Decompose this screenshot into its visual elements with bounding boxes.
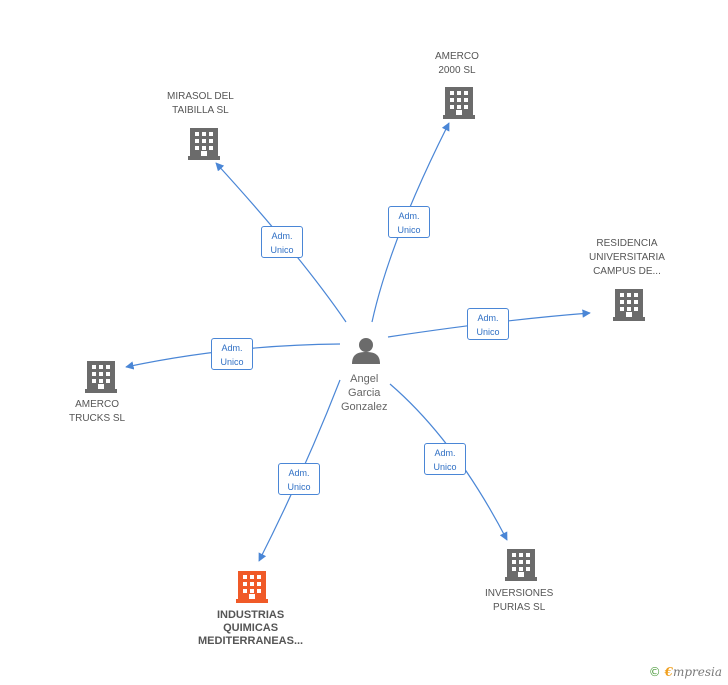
building-icon[interactable] xyxy=(85,361,117,393)
company-label-amerco-2000-line: AMERCO xyxy=(435,51,479,62)
role-badge-text: Unico xyxy=(433,462,457,472)
copyright-footer: © €mpresia xyxy=(649,665,722,679)
role-badge-residencia[interactable]: Adm. Unico xyxy=(467,308,509,340)
company-label-amerco-trucks[interactable]: AMERCO TRUCKS SL xyxy=(69,398,125,426)
brand-initial: € xyxy=(664,665,673,679)
person-name-label-line: Gonzalez xyxy=(341,401,388,413)
role-badge-text: Adm. xyxy=(221,343,243,353)
role-badge-text: Adm. xyxy=(477,313,499,323)
role-badge-text: Adm. xyxy=(271,231,293,241)
role-badge-text: Unico xyxy=(287,482,311,492)
brand-name: mpresia xyxy=(672,665,722,679)
role-badge-text: Unico xyxy=(397,225,421,235)
company-label-mirasol-line: TAIBILLA SL xyxy=(172,105,229,116)
company-label-industrias-line: MEDITERRANEAS... xyxy=(198,635,304,647)
company-label-amerco-trucks-line: AMERCO xyxy=(75,399,120,410)
role-badge-text: Adm. xyxy=(398,211,420,221)
company-label-amerco-2000-line: 2000 SL xyxy=(438,65,476,76)
company-label-inversiones-line: INVERSIONES xyxy=(485,588,554,599)
company-label-inversiones[interactable]: INVERSIONES PURIAS SL xyxy=(485,587,553,615)
role-badge-text: Adm. xyxy=(288,468,310,478)
company-label-amerco-2000[interactable]: AMERCO 2000 SL xyxy=(435,50,479,78)
company-label-mirasol[interactable]: MIRASOL DEL TAIBILLA SL xyxy=(167,90,234,118)
role-badge-mirasol[interactable]: Adm. Unico xyxy=(261,226,303,258)
company-label-residencia-line: CAMPUS DE... xyxy=(593,266,661,277)
role-badge-text: Unico xyxy=(476,327,500,337)
role-badge-text: Unico xyxy=(270,245,294,255)
role-badge-text: Adm. xyxy=(434,448,456,458)
company-label-mirasol-line: MIRASOL DEL xyxy=(167,91,234,102)
building-icon[interactable] xyxy=(443,87,475,119)
empresia-logo[interactable]: €mpresia xyxy=(665,665,722,679)
company-label-residencia-line: UNIVERSITARIA xyxy=(589,252,665,263)
company-label-industrias-line: INDUSTRIAS xyxy=(216,609,285,621)
role-badge-inversiones[interactable]: Adm. Unico xyxy=(424,443,466,475)
company-label-industrias-line: QUIMICAS xyxy=(223,622,279,634)
building-icon[interactable] xyxy=(236,571,268,603)
company-label-inversiones-line: PURIAS SL xyxy=(493,602,546,613)
role-badge-amerco-2000[interactable]: Adm. Unico xyxy=(388,206,430,238)
copyright-symbol: © xyxy=(648,665,661,679)
building-icon[interactable] xyxy=(613,289,645,321)
company-label-residencia-line: RESIDENCIA xyxy=(596,238,658,249)
person-name-label-line: Garcia xyxy=(348,387,381,399)
building-icon[interactable] xyxy=(188,128,220,160)
role-badge-amerco-trucks[interactable]: Adm. Unico xyxy=(211,338,253,370)
building-icon[interactable] xyxy=(505,549,537,581)
company-label-residencia[interactable]: RESIDENCIA UNIVERSITARIA CAMPUS DE... xyxy=(589,237,665,279)
company-label-amerco-trucks-line: TRUCKS SL xyxy=(69,413,126,424)
person-name-label-line: Angel xyxy=(350,373,379,385)
role-badge-industrias[interactable]: Adm. Unico xyxy=(278,463,320,495)
person-icon[interactable] xyxy=(352,338,380,364)
role-badge-text: Unico xyxy=(220,357,244,367)
